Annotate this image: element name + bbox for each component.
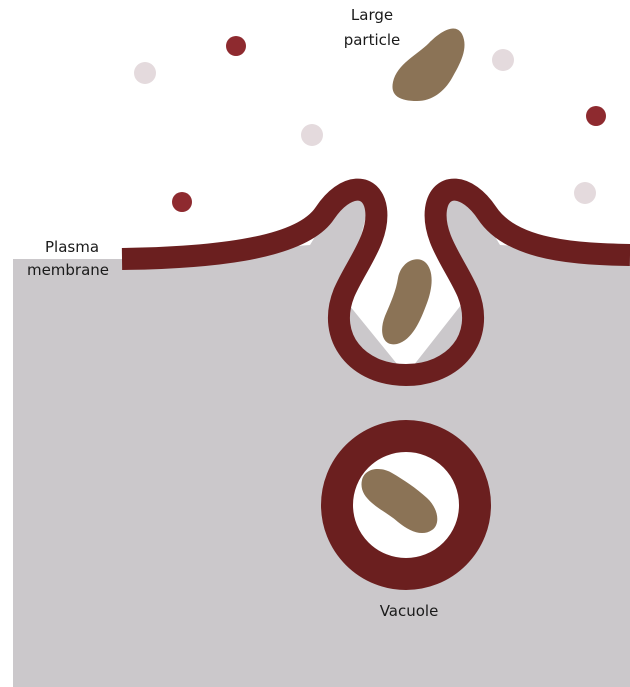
dark-molecule	[226, 36, 246, 56]
light-molecule	[301, 124, 323, 146]
vacuole-label: Vacuole	[380, 602, 439, 620]
light-molecule	[492, 49, 514, 71]
particle-label-line1: Large	[351, 6, 393, 24]
engulfed-particle	[382, 259, 432, 344]
light-molecule	[134, 62, 156, 84]
membrane-label-line2: membrane	[27, 261, 109, 279]
dark-molecule	[586, 106, 606, 126]
large-particle	[392, 29, 464, 101]
light-molecule	[574, 182, 596, 204]
dark-molecule	[172, 192, 192, 212]
particle-label-line2: particle	[344, 31, 401, 49]
membrane-label-line1: Plasma	[45, 238, 99, 256]
